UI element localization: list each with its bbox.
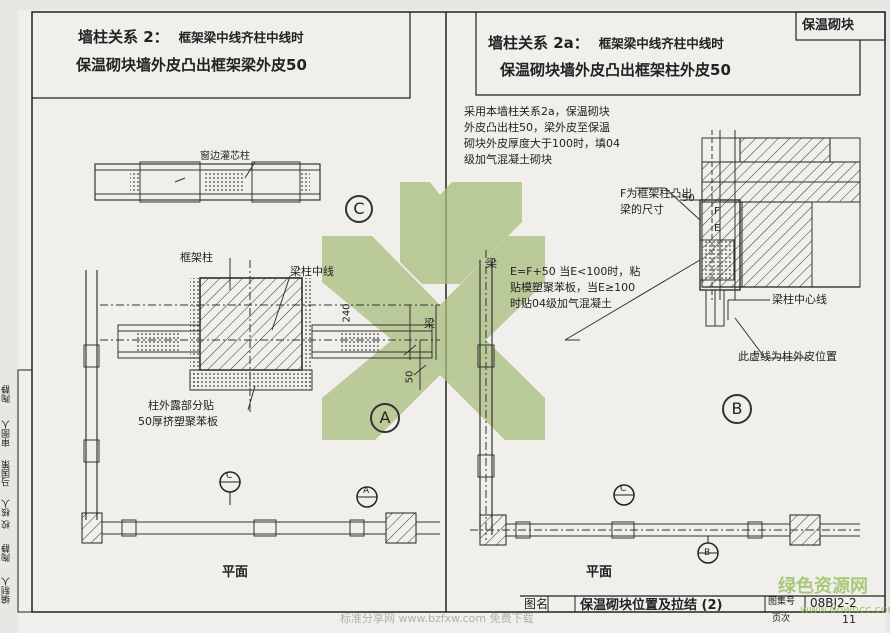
right-beam-label: 梁 (486, 257, 497, 270)
left-plan-label: 平面 (222, 565, 249, 580)
left-heading: 墙柱关系 2： 框架梁中线齐柱中线时 (78, 30, 304, 45)
beam-center-label: 梁柱中线 (290, 265, 334, 278)
left-heading-sub: 框架梁中线齐柱中线时 (178, 30, 304, 45)
frame-column-label: 框架柱 (180, 251, 213, 264)
marker-b-right: B (704, 548, 711, 558)
circle-b: B (722, 394, 752, 424)
right-plan-label: 平面 (586, 565, 613, 580)
side-cell-5: 审图人 (2, 420, 12, 448)
f-note: F为框架柱凸出梁的尺寸 (620, 187, 693, 216)
e-note: E=F+50 当E<100时，粘贴模塑聚苯板，当E≥100时贴04级加气混凝土 (510, 265, 641, 310)
watermark-bottom-center: 标准分享网 www.bzfxw.com 免费下载 (340, 612, 534, 625)
marker-c-left: C (226, 471, 233, 481)
right-note-1: 采用本墙柱关系2a，保温砌块外皮凸出柱50，梁外皮至保温砌块外皮厚度大于100时… (464, 105, 620, 166)
insulation-note-2: 50厚挤塑聚苯板 (138, 415, 218, 428)
right-heading: 墙柱关系 2a： 框架梁中线齐柱中线时 (488, 36, 724, 51)
left-heading-main: 墙柱关系 2： (78, 28, 169, 46)
right-heading-sub: 框架梁中线齐柱中线时 (598, 36, 724, 51)
right-dim-50: 50 (682, 193, 695, 204)
window-column-label: 窗边灌芯柱 (200, 151, 250, 162)
watermark-x (322, 182, 545, 440)
insulation-note-1: 柱外露部分贴 (148, 399, 214, 412)
label-f: F (714, 206, 720, 217)
right-beam-center: 梁柱中心线 (772, 293, 827, 306)
dim-50-label: 50 (404, 370, 416, 384)
category-badge: 保温砌块 (802, 18, 855, 33)
circle-a: A (370, 403, 400, 433)
page-label: 页次 (772, 614, 791, 624)
fig-title: 保温砌块位置及拉结 (2) (580, 598, 723, 613)
watermark-url: www.downcc.com (800, 603, 890, 616)
label-e: E (714, 223, 721, 234)
right-heading-line2: 保温砌块墙外皮凸出框架柱外皮50 (500, 61, 731, 79)
atlas-label: 图集号 (768, 597, 796, 607)
right-heading-main: 墙柱关系 2a： (488, 34, 589, 52)
watermark-brand: 绿色资源网 (778, 576, 868, 597)
marker-c-right: C (620, 484, 627, 494)
side-cell-1: 编制人 (2, 577, 12, 605)
atlas-number: 08BJ2-2 (810, 596, 857, 610)
side-cell-2: 陶静 (2, 544, 12, 562)
left-heading-line2: 保温砌块墙外皮凸出框架梁外皮50 (76, 56, 307, 74)
page-number: 11 (842, 613, 856, 626)
side-cell-6: 陶静 (2, 385, 12, 403)
circle-c: C (345, 195, 373, 223)
column-outer-line-label: 此虚线为柱外皮位置 (738, 350, 837, 363)
dim-240-label: 240 (341, 303, 353, 323)
marker-a-left: A (363, 486, 370, 496)
side-cell-4: 马国策 (2, 460, 12, 488)
fig-label: 图名 (524, 597, 549, 611)
side-cell-3: 校 核人 (2, 499, 12, 529)
left-beam-label: 梁 (424, 317, 435, 330)
